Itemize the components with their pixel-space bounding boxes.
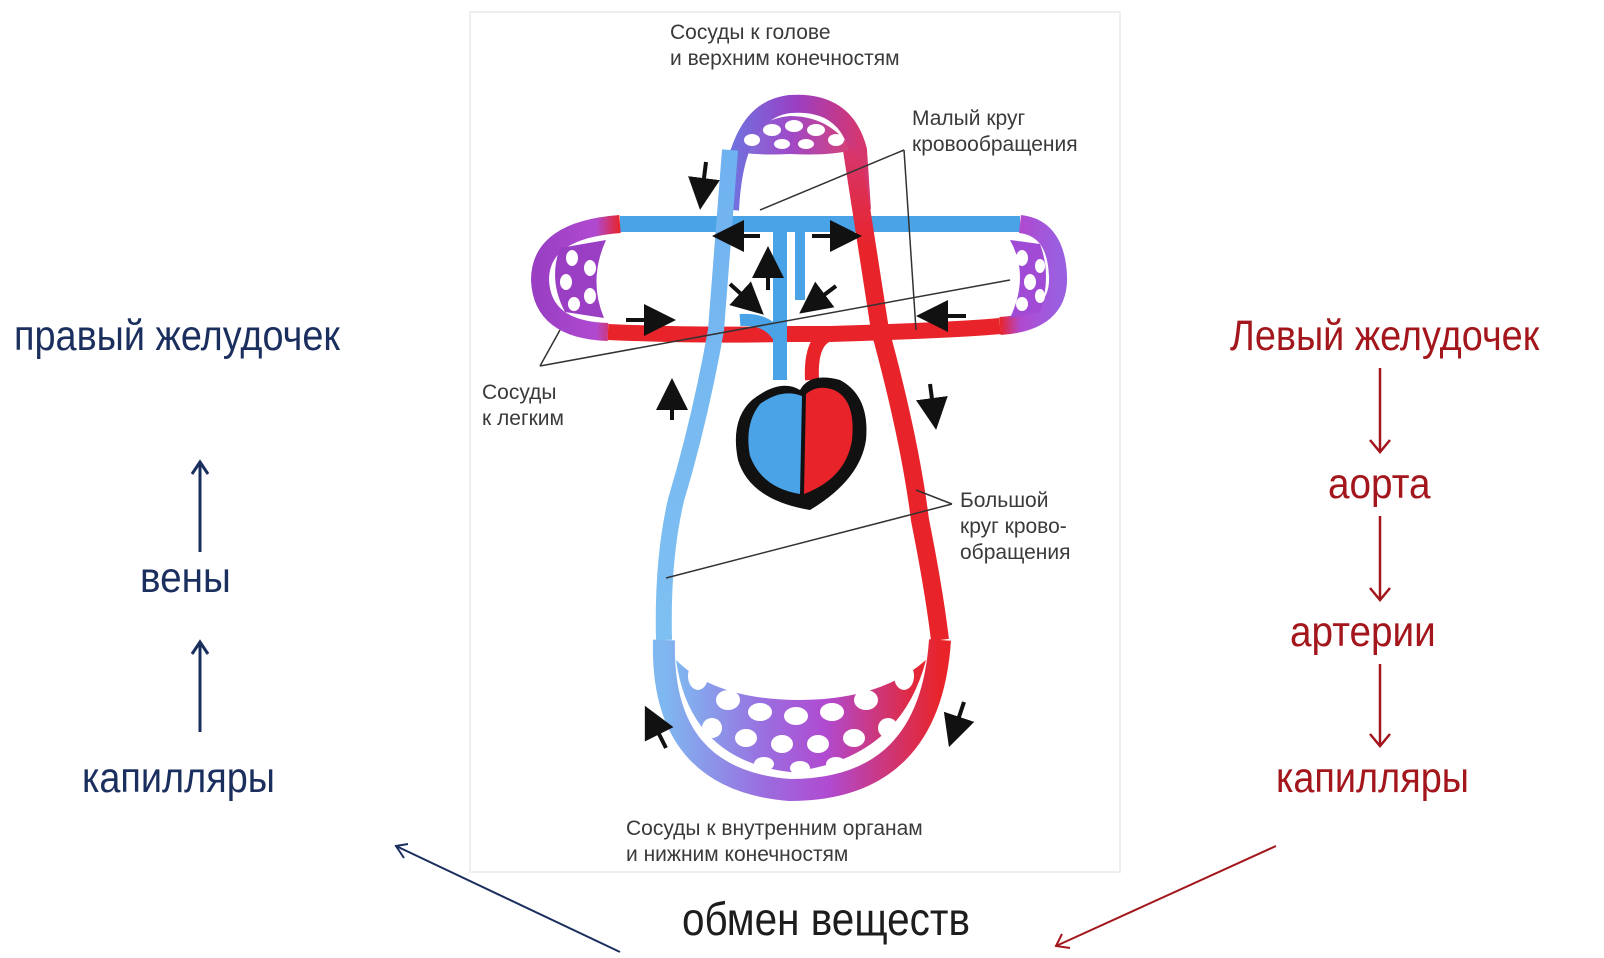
label-lungs-line-2: к легким [482,406,564,432]
pulmonary-vein [608,326,1000,335]
label-organs-line-2: и нижним конечностям [626,842,923,868]
label-big-line-2: круг крово- [960,514,1071,540]
label-lung-vessels: Сосуды к легким [482,380,564,432]
label-head-line-1: Сосуды к голове [670,20,900,46]
label-head-vessels: Сосуды к голове и верхним конечностям [670,20,900,72]
label-lungs-line-1: Сосуды [482,380,564,406]
label-organ-vessels: Сосуды к внутренним органам и нижним кон… [626,816,923,868]
aorta-label: аорта [1328,460,1431,509]
label-big-circle: Большой круг крово- обращения [960,488,1071,566]
right-chain-arrows [1370,368,1390,746]
label-organs-line-1: Сосуды к внутренним органам [626,816,923,842]
metabolism-label: обмен веществ [682,892,970,946]
label-small-circle: Малый круг кровообращения [912,106,1078,158]
label-small-line-2: кровообращения [912,132,1078,158]
label-big-line-3: обращения [960,540,1071,566]
venous-capillaries-label: капилляры [82,754,275,803]
arteries-label: артерии [1290,608,1436,657]
label-head-line-2: и верхним конечностям [670,46,900,72]
arterial-capillaries-label: капилляры [1276,754,1469,803]
left-ventricle-label: Левый желудочек [1230,312,1539,361]
label-small-line-1: Малый круг [912,106,1078,132]
right-ventricle-label: правый желудочек [14,312,340,361]
label-big-line-1: Большой [960,488,1071,514]
veins-label: вены [140,554,231,603]
